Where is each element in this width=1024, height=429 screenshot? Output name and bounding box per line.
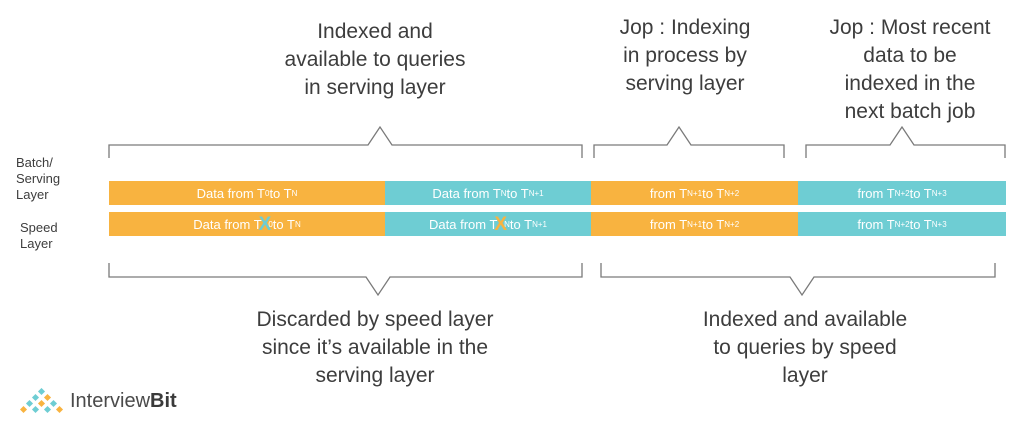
top-brace-recent [805, 125, 1006, 158]
label-indexing-in-process: Jop : Indexing in process by serving lay… [619, 16, 751, 95]
row-label-batch-serving: Batch/ Serving Layer [16, 155, 61, 202]
speed-seg1-prefix: Data from T [193, 216, 262, 232]
logo-wordmark: InterviewBit [70, 389, 177, 412]
bottom-brace-speed-indexed [600, 263, 996, 297]
bottom-brace-discarded [108, 263, 583, 297]
x-mark-icon: X [494, 214, 508, 235]
interviewbit-logo: InterviewBit [20, 388, 177, 414]
top-brace-serving [108, 125, 583, 158]
label-indexed-serving: Indexed and available to queries in serv… [284, 20, 466, 99]
label-indexed-by-speed: Indexed and available to queries by spee… [702, 308, 908, 387]
x-mark-icon: X [258, 214, 272, 235]
label-most-recent-data: Jop : Most recent data to be indexed in … [829, 16, 991, 123]
diamond-grid-logo-icon [20, 388, 64, 414]
row-label-speed: Speed Layer [20, 220, 58, 251]
top-brace-indexing [593, 125, 785, 158]
label-discarded-by-speed: Discarded by speed layer since it’s avai… [256, 308, 494, 387]
